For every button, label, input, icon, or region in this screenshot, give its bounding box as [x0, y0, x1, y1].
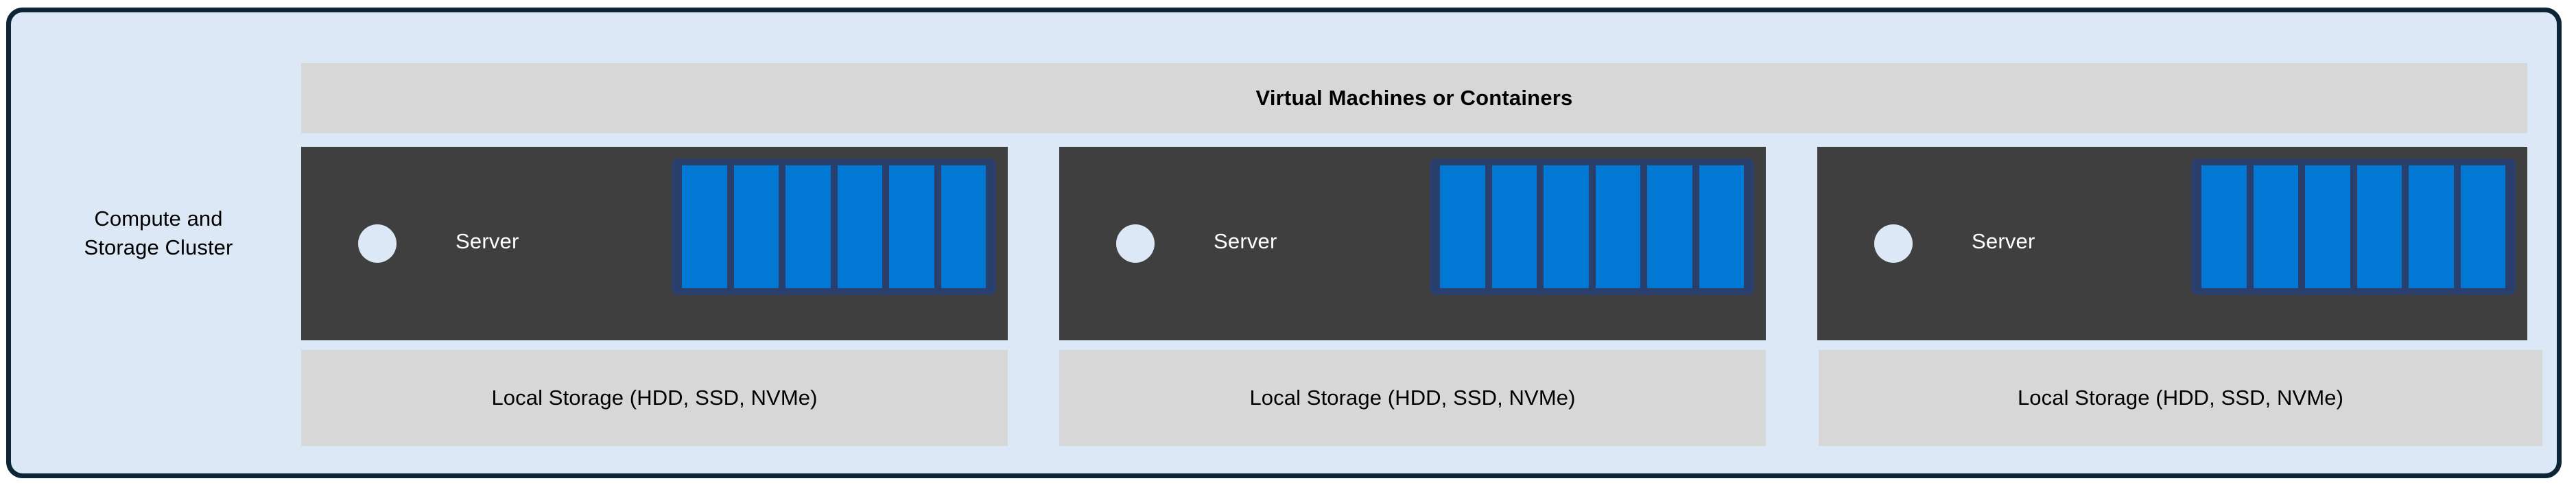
drive-bay-group-1	[672, 158, 996, 295]
drive-bay	[937, 165, 989, 288]
virtual-machines-banner-label: Virtual Machines or Containers	[1255, 86, 1573, 110]
drive-bay	[1437, 165, 1489, 288]
virtual-machines-banner: Virtual Machines or Containers	[301, 63, 2527, 133]
local-storage-label-2: Local Storage (HDD, SSD, NVMe)	[1249, 386, 1576, 410]
server-label-3: Server	[1972, 229, 2035, 253]
drive-bay	[1644, 165, 1696, 288]
server-label-1: Server	[456, 229, 519, 253]
drive-bay	[1592, 165, 1644, 288]
server-panel-2: Server	[1059, 147, 1766, 340]
drive-bay	[2353, 165, 2405, 288]
local-storage-bar-1: Local Storage (HDD, SSD, NVMe)	[301, 350, 1008, 446]
drive-bay	[730, 165, 782, 288]
drive-bay	[2457, 165, 2509, 288]
drive-bay	[1488, 165, 1540, 288]
node-column-1: Server	[301, 147, 1008, 340]
status-dot-icon	[1874, 224, 1913, 263]
drive-bay	[782, 165, 834, 288]
drive-bay	[2249, 165, 2302, 288]
drive-bay-group-3	[2191, 158, 2516, 295]
cluster-label: Compute and Storage Cluster	[84, 207, 233, 259]
drive-bay	[2405, 165, 2457, 288]
local-storage-bar-3: Local Storage (HDD, SSD, NVMe)	[1819, 350, 2542, 446]
server-panel-1: Server	[301, 147, 1008, 340]
drive-bay	[1540, 165, 1592, 288]
drive-bay	[678, 165, 731, 288]
local-storage-label-3: Local Storage (HDD, SSD, NVMe)	[2017, 386, 2344, 410]
drive-bay-group-2	[1430, 158, 1754, 295]
status-dot-icon	[358, 224, 397, 263]
drive-bay	[886, 165, 938, 288]
node-column-3: Server	[1817, 147, 2527, 340]
node-column-2: Server	[1059, 147, 1766, 340]
server-panel-3: Server	[1817, 147, 2527, 340]
compute-and-storage-cluster-frame: Compute and Storage Cluster Virtual Mach…	[6, 8, 2562, 478]
drive-bay	[2302, 165, 2354, 288]
local-storage-bar-2: Local Storage (HDD, SSD, NVMe)	[1059, 350, 1766, 446]
drive-bay	[834, 165, 886, 288]
drive-bay	[2198, 165, 2250, 288]
status-dot-icon	[1116, 224, 1155, 263]
drive-bay	[1695, 165, 1747, 288]
local-storage-label-1: Local Storage (HDD, SSD, NVMe)	[491, 386, 818, 410]
server-label-2: Server	[1214, 229, 1277, 253]
